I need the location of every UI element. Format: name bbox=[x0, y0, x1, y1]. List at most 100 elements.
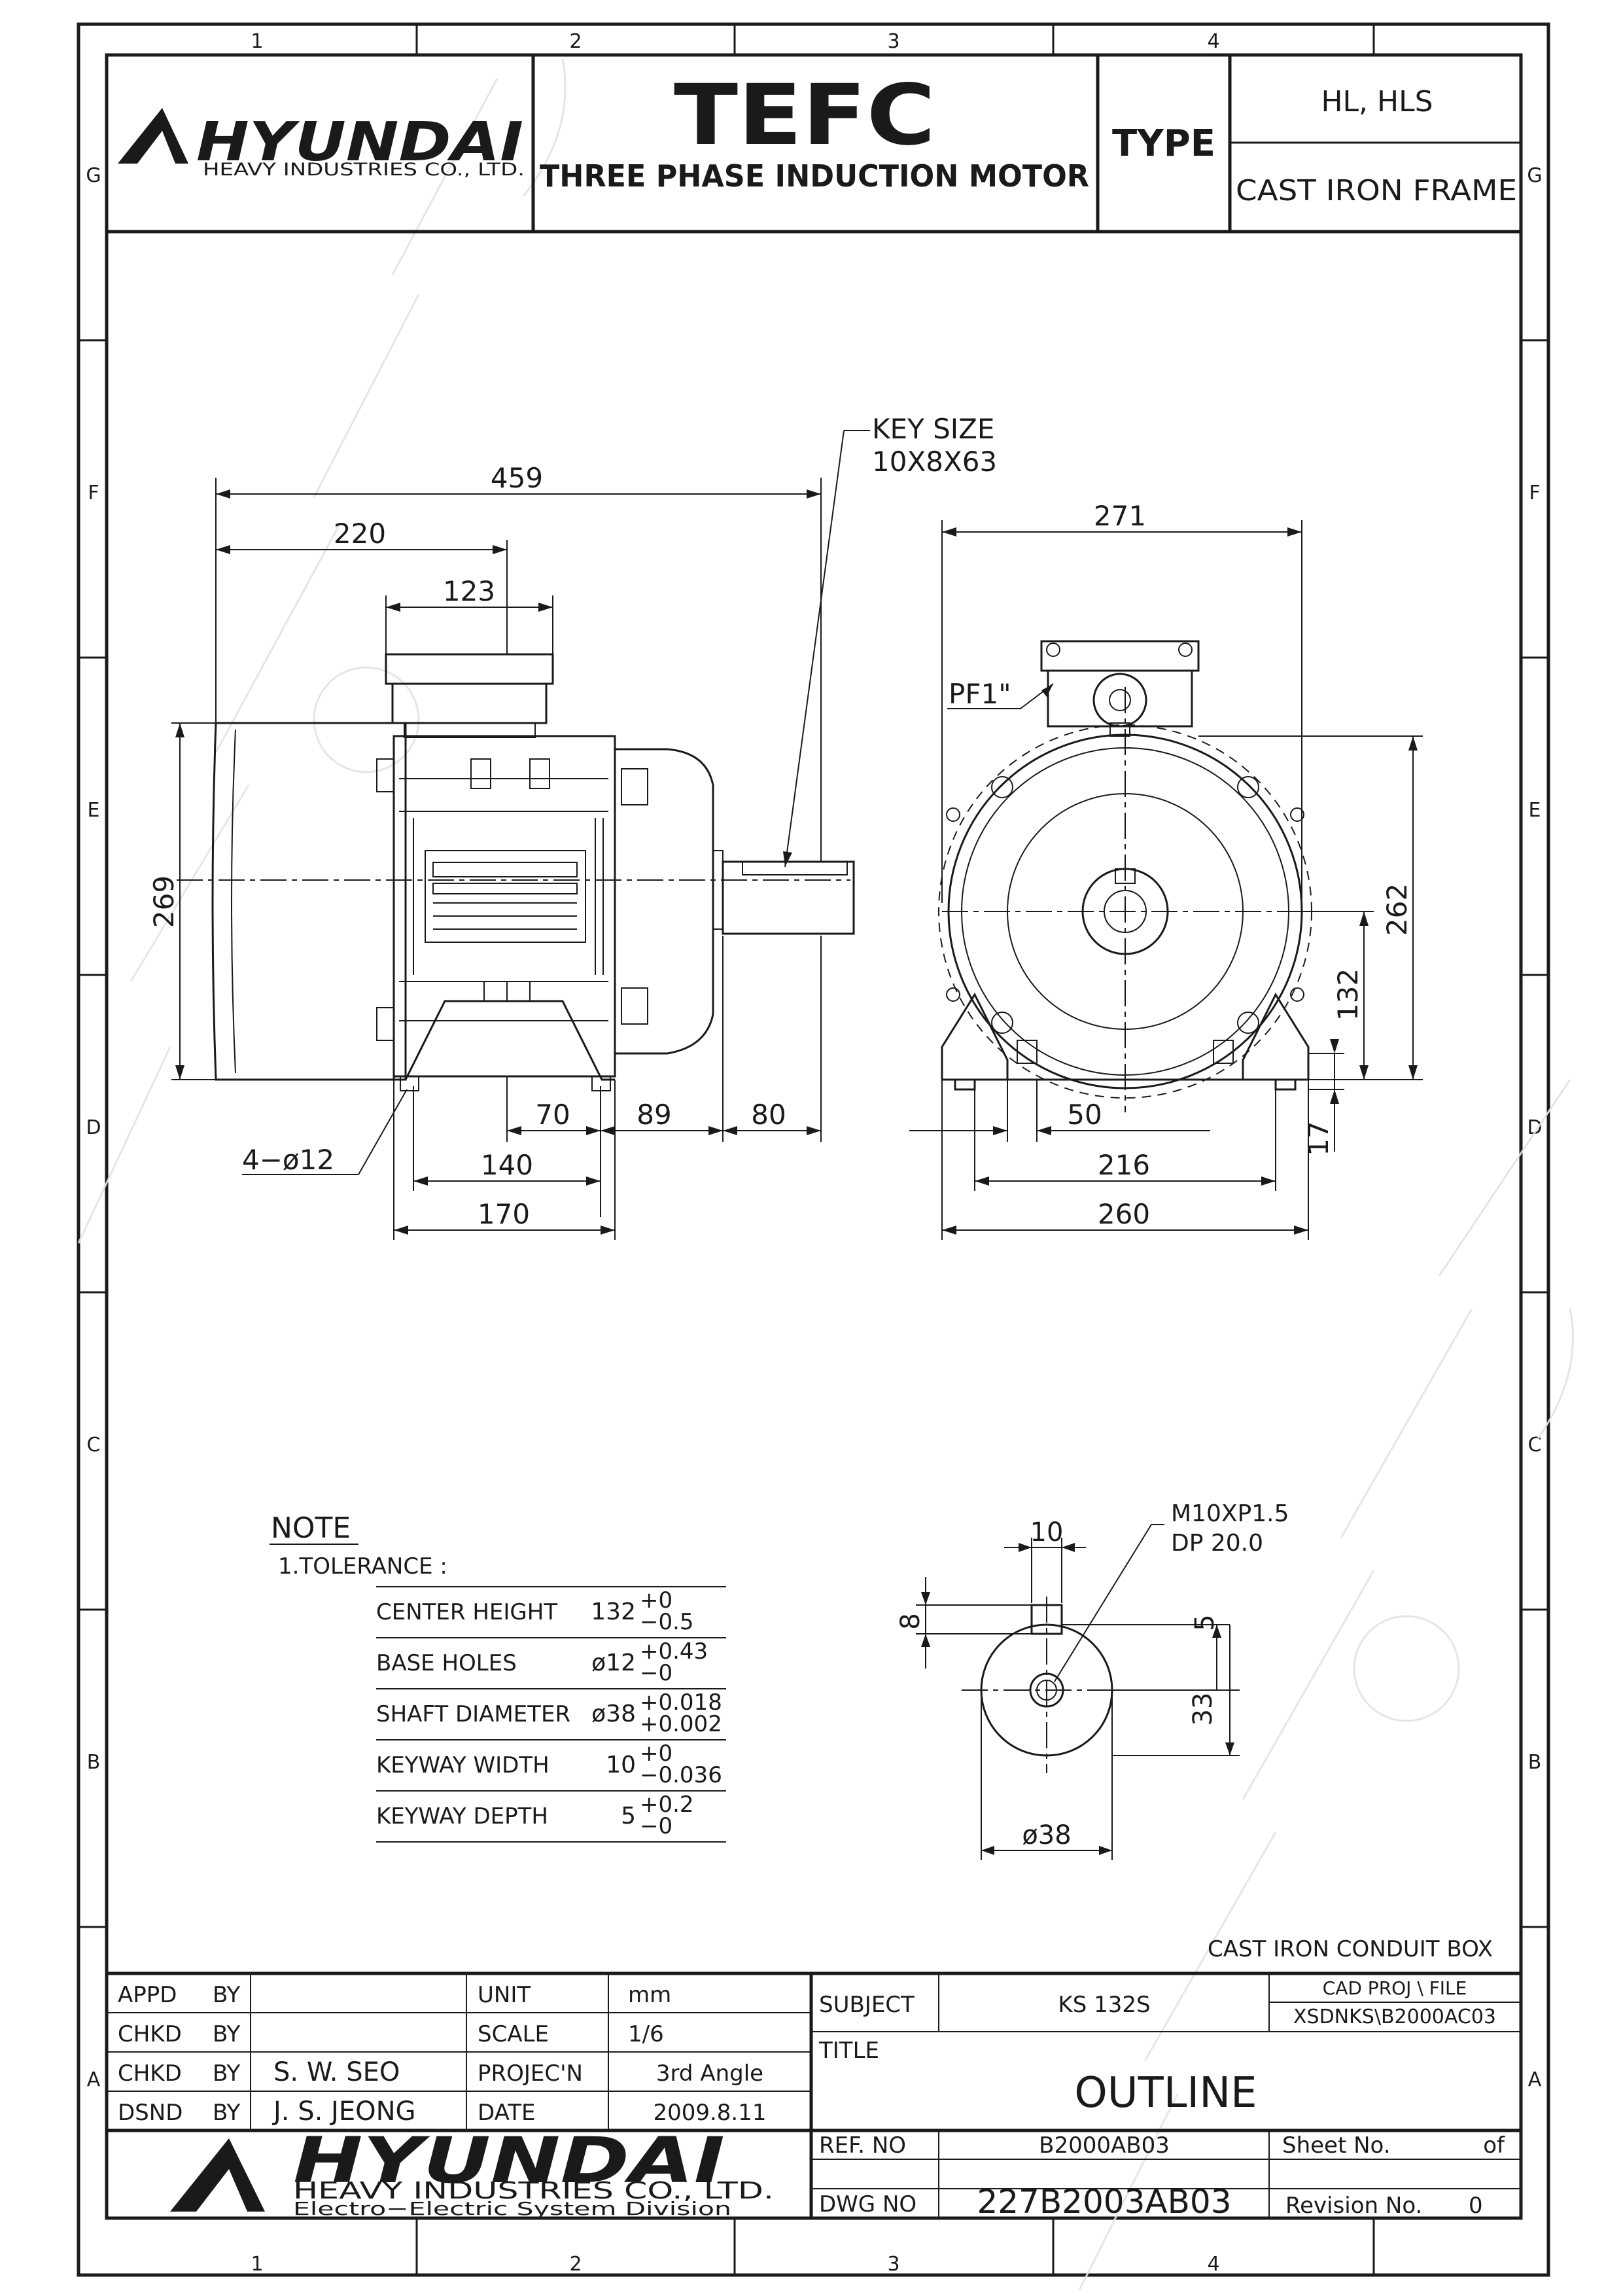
tol-row-nominal: 10 bbox=[606, 1752, 636, 1778]
header-frame: CAST IRON FRAME bbox=[1236, 174, 1517, 207]
header-logo-brand: HYUNDAI bbox=[196, 111, 523, 173]
header-title: TEFC bbox=[674, 67, 935, 164]
tol-row-label: CENTER HEIGHT bbox=[376, 1599, 557, 1625]
tb-rev-label: Revision No. bbox=[1285, 2193, 1422, 2219]
note-heading: NOTE bbox=[271, 1511, 351, 1545]
dim-8-label: 8 bbox=[896, 1613, 926, 1629]
zone-labels: 1 2 3 4 1 2 3 4 G F E D C B A G F E D C … bbox=[86, 30, 1542, 2276]
tb-appd-label: APPD bbox=[118, 1982, 177, 2008]
tol-row-nominal: ø12 bbox=[591, 1650, 636, 1676]
dim-50-label: 50 bbox=[1067, 1099, 1102, 1131]
dim-70-label: 70 bbox=[535, 1099, 570, 1131]
tb-unit-value: mm bbox=[628, 1982, 671, 2008]
dim-271-label: 271 bbox=[1094, 500, 1146, 532]
zone-row-a-left: A bbox=[87, 2068, 101, 2091]
tol-row-lower: −0.036 bbox=[640, 1762, 722, 1788]
tol-row-label: KEYWAY DEPTH bbox=[376, 1803, 548, 1829]
tb-sheet-of: of bbox=[1483, 2132, 1505, 2159]
zone-col-4-top: 4 bbox=[1207, 30, 1219, 53]
zone-row-g-right: G bbox=[1527, 164, 1542, 187]
tb-date-label: DATE bbox=[478, 2100, 535, 2126]
dim-80-label: 80 bbox=[751, 1099, 786, 1131]
zone-col-1-bottom: 1 bbox=[251, 2253, 263, 2276]
dim-33-label: 33 bbox=[1188, 1693, 1218, 1726]
zone-col-4-bottom: 4 bbox=[1207, 2253, 1219, 2276]
pf-label: PF1" bbox=[949, 678, 1011, 710]
zone-row-f-right: F bbox=[1529, 482, 1540, 504]
dim-123-label: 123 bbox=[443, 575, 495, 607]
dim-216-label: 216 bbox=[1098, 1149, 1150, 1181]
tb-dwg-value: 227B2003AB03 bbox=[977, 2183, 1231, 2221]
zone-row-e-right: E bbox=[1529, 799, 1541, 822]
header-logo-sub: HEAVY INDUSTRIES CO., LTD. bbox=[203, 160, 525, 180]
tb-scale-label: SCALE bbox=[478, 2021, 549, 2047]
tb-sheet-label: Sheet No. bbox=[1282, 2132, 1391, 2159]
tb-company-div: Electro−Electric System Division bbox=[293, 2198, 731, 2219]
tol-row-nominal: 5 bbox=[621, 1803, 636, 1829]
dim-5-label: 5 bbox=[1190, 1614, 1220, 1631]
key-size-value: 10X8X63 bbox=[872, 446, 997, 478]
front-view-dimensions: 271 PF1" 262 132 17 50 216 bbox=[909, 500, 1423, 1240]
tb-unit-label: UNIT bbox=[478, 1982, 531, 2008]
header-subtitle: THREE PHASE INDUCTION MOTOR bbox=[540, 158, 1089, 194]
tb-dwg-label: DWG NO bbox=[819, 2191, 916, 2217]
zone-row-b-left: B bbox=[87, 1751, 101, 1774]
tb-proj-value: 3rd Angle bbox=[656, 2060, 763, 2087]
tol-row-upper: +0.2 bbox=[640, 1792, 694, 1818]
zone-col-3-bottom: 3 bbox=[887, 2253, 899, 2276]
thread-label: M10XP1.5 bbox=[1171, 1500, 1289, 1527]
tb-designer: J. S. JEONG bbox=[271, 2096, 416, 2127]
title-block bbox=[107, 1971, 1521, 2218]
tb-date-value: 2009.8.11 bbox=[653, 2100, 766, 2126]
tb-proj-label: PROJEC'N bbox=[478, 2060, 583, 2087]
tb-rev-value: 0 bbox=[1469, 2193, 1483, 2219]
dim-459-label: 459 bbox=[491, 462, 543, 494]
zone-col-2-top: 2 bbox=[569, 30, 582, 53]
zone-col-2-bottom: 2 bbox=[569, 2253, 582, 2276]
sheet-border bbox=[77, 22, 1550, 2277]
zone-row-d-left: D bbox=[86, 1116, 101, 1139]
tb-subject-value: KS 132S bbox=[1058, 1992, 1150, 2018]
tol-row-label: SHAFT DIAMETER bbox=[376, 1701, 570, 1727]
tb-chkd2-by: BY bbox=[213, 2060, 240, 2087]
dim-132-label: 132 bbox=[1332, 968, 1364, 1021]
watermark bbox=[77, 58, 1574, 2291]
tb-chkd2-label: CHKD bbox=[118, 2060, 182, 2087]
tol-row-lower: −0 bbox=[640, 1660, 672, 1686]
dim-260-label: 260 bbox=[1098, 1198, 1150, 1230]
zone-row-f-left: F bbox=[88, 482, 99, 504]
note-block: NOTE 1.TOLERANCE : CENTER HEIGHT 132 +0 … bbox=[270, 1511, 726, 1843]
dim-holes-label: 4−ø12 bbox=[242, 1144, 334, 1176]
dim-220-label: 220 bbox=[334, 518, 386, 550]
zone-col-3-top: 3 bbox=[887, 30, 899, 53]
zone-row-d-right: D bbox=[1527, 1116, 1542, 1139]
tb-subject-label: SUBJECT bbox=[819, 1992, 915, 2018]
key-size-label: KEY SIZE bbox=[872, 413, 994, 445]
zone-row-e-left: E bbox=[88, 799, 100, 822]
tb-dsnd-by: BY bbox=[213, 2100, 240, 2126]
zone-col-1-top: 1 bbox=[251, 30, 263, 53]
tb-title-value: OUTLINE bbox=[1074, 2069, 1257, 2117]
tb-cad-label: CAD PROJ \ FILE bbox=[1323, 1977, 1467, 1999]
tb-company-brand: HYUNDAI bbox=[293, 2124, 725, 2197]
tb-scale-value: 1/6 bbox=[628, 2021, 664, 2047]
tb-ref-value: B2000AB03 bbox=[1039, 2132, 1170, 2159]
tb-cad-value: XSDNKS\B2000AC03 bbox=[1293, 2005, 1496, 2028]
tol-row-lower: +0.002 bbox=[640, 1711, 722, 1737]
tol-row-nominal: 132 bbox=[591, 1598, 636, 1625]
header-logo: HYUNDAI HEAVY INDUSTRIES CO., LTD. bbox=[118, 108, 525, 180]
tb-appd-by: BY bbox=[213, 1982, 240, 2008]
shaft-end-view bbox=[962, 1597, 1132, 1773]
header-type-value: HL, HLS bbox=[1321, 85, 1433, 118]
tol-row-upper: +0.018 bbox=[640, 1689, 722, 1716]
tol-row-upper: +0 bbox=[640, 1587, 672, 1614]
side-view-dimensions: 459 220 123 269 70 89 80 140 bbox=[148, 413, 997, 1240]
zone-row-a-right: A bbox=[1528, 2068, 1542, 2091]
shaft-end-dimensions: 10 M10XP1.5 DP 20.0 8 5 33 ø38 bbox=[896, 1500, 1289, 1860]
tb-chkd-by: BY bbox=[213, 2021, 240, 2047]
front-view bbox=[938, 640, 1312, 1112]
tb-title-label: TITLE bbox=[818, 2038, 879, 2064]
dim-17-label: 17 bbox=[1302, 1121, 1335, 1156]
tb-company-sub: HEAVY INDUSTRIES CO., LTD. bbox=[293, 2178, 774, 2204]
